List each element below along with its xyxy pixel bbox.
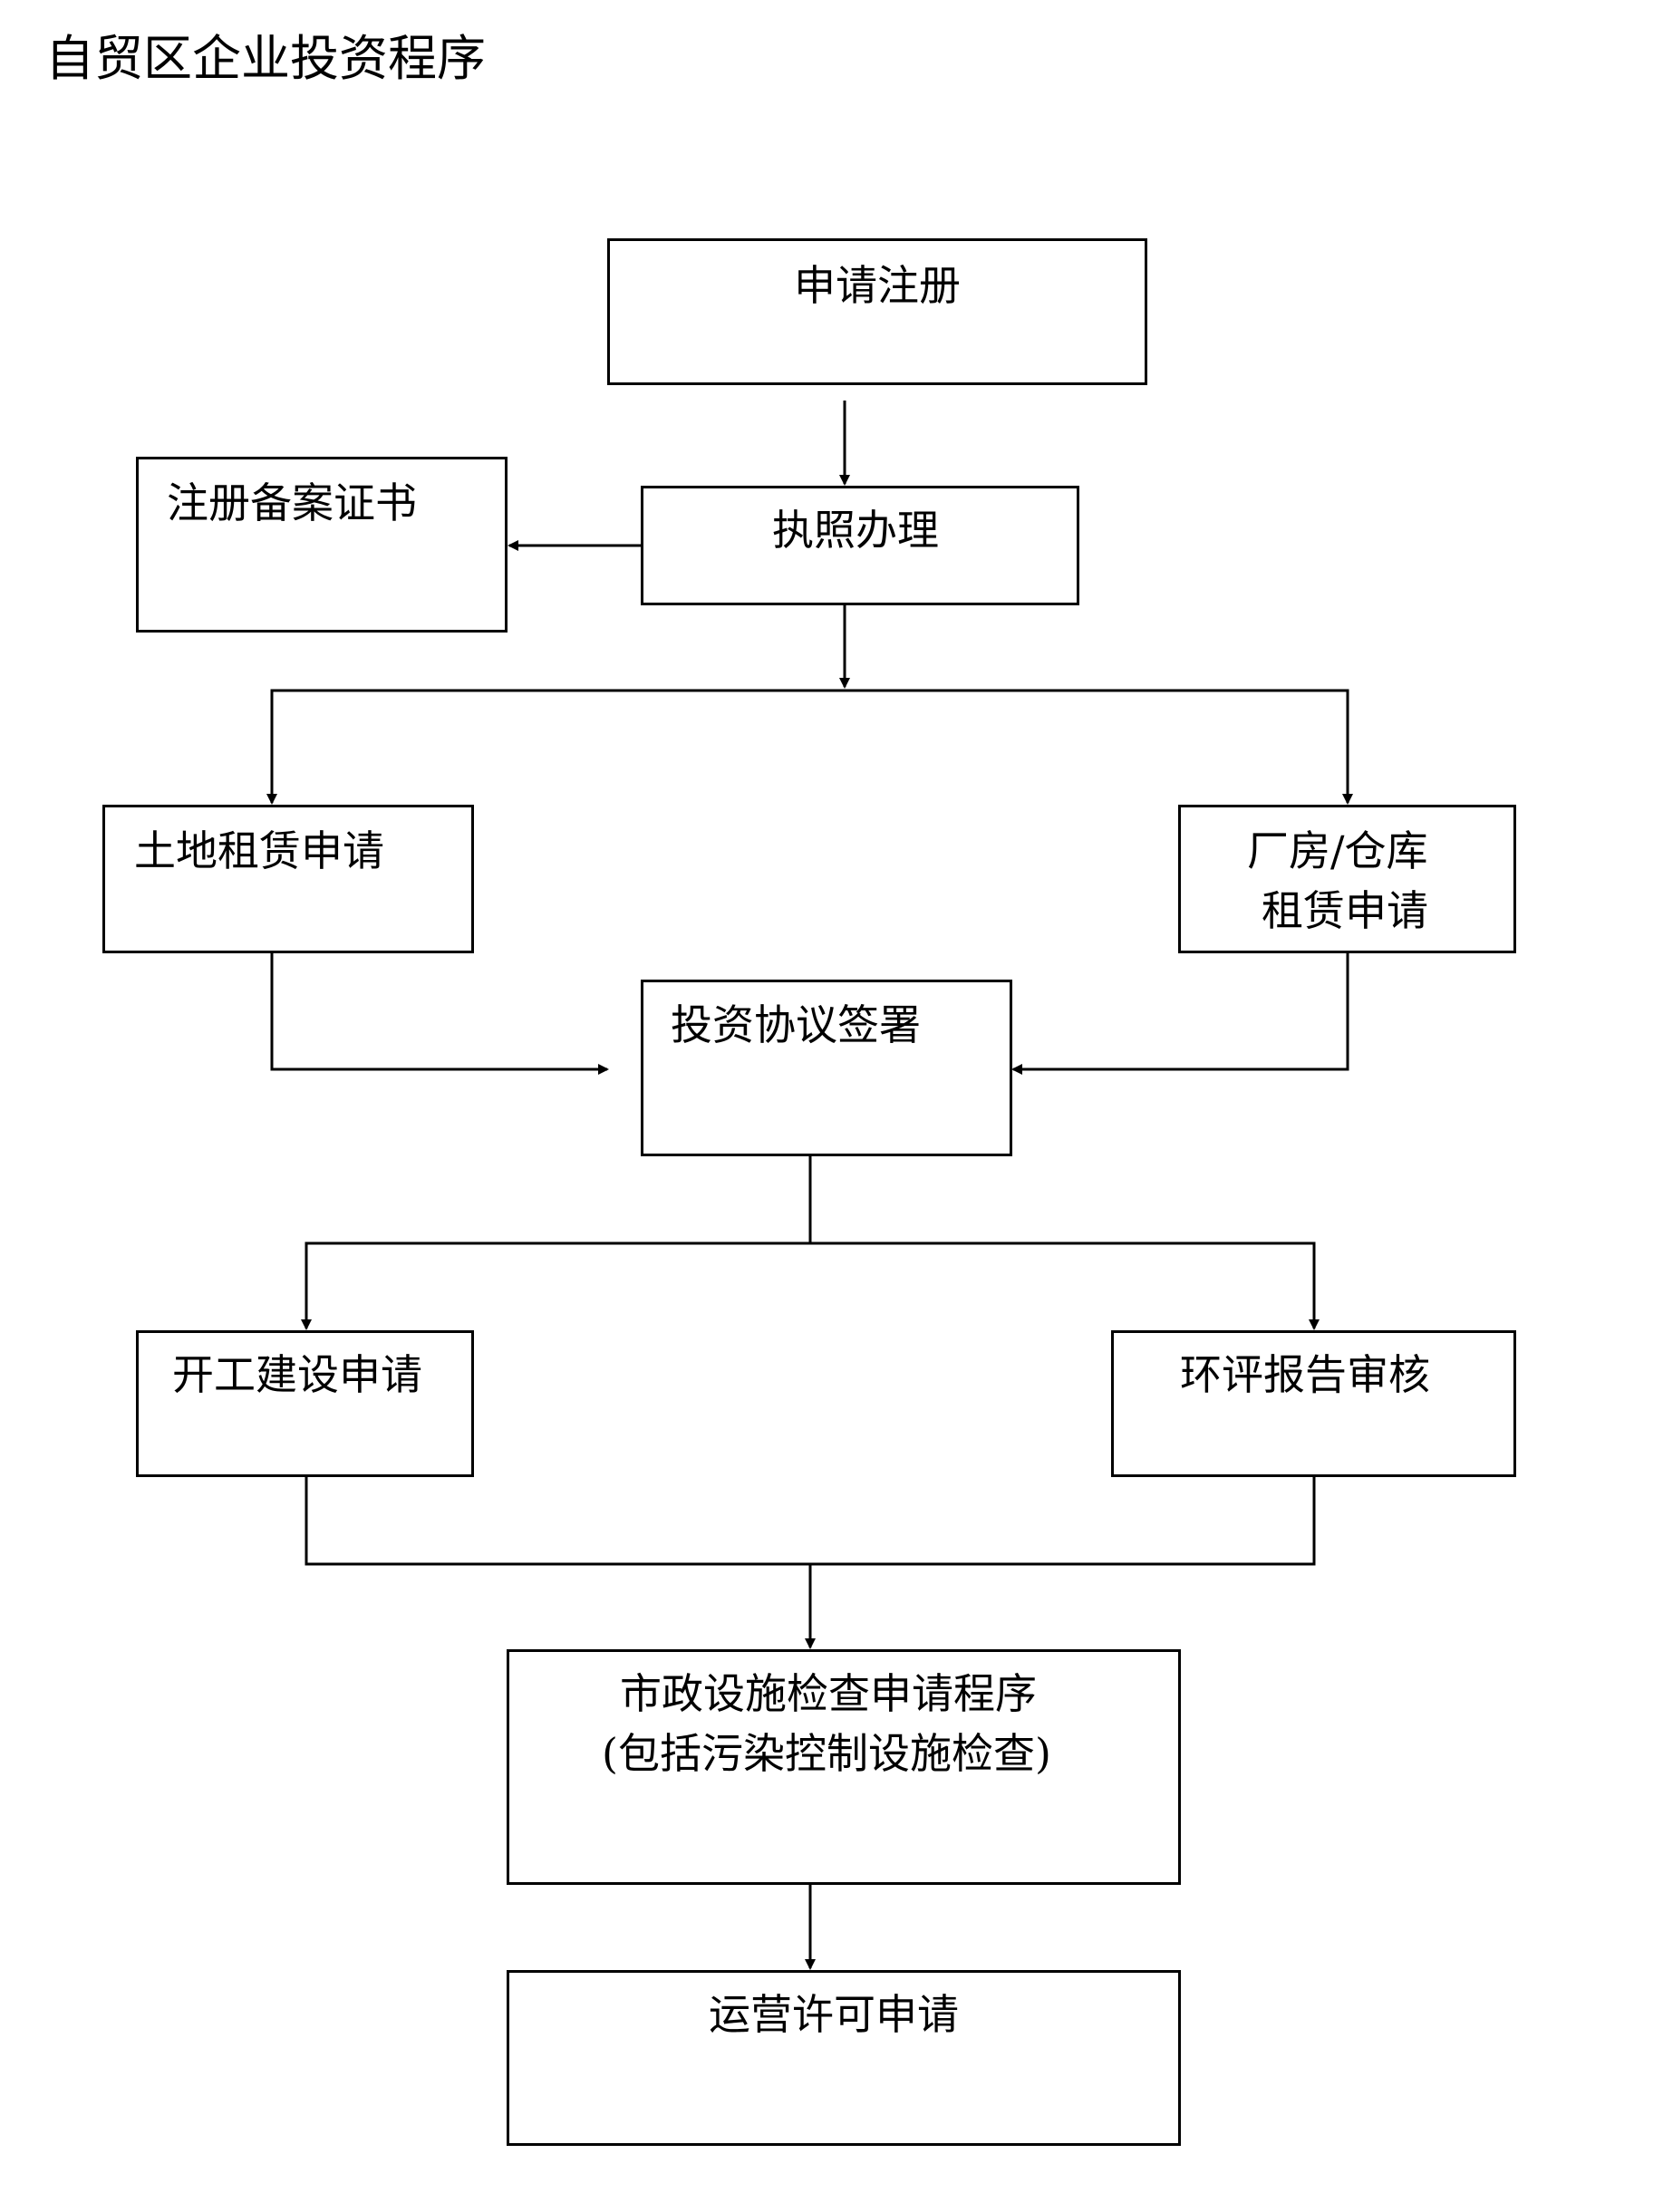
node-factory-lease-label-2: 租赁申请	[1262, 886, 1428, 935]
node-operation	[507, 1970, 1181, 2146]
edge-factory-agreement	[1011, 953, 1349, 1075]
node-license-label: 执照办理	[772, 506, 939, 555]
node-factory-lease	[1178, 805, 1516, 953]
node-agreement	[641, 980, 1012, 1156]
node-factory-lease-label-1: 厂房/仓库	[1247, 826, 1428, 875]
edge-split-eia	[810, 1241, 1320, 1330]
node-land-lease	[102, 805, 474, 953]
node-register	[607, 238, 1147, 385]
node-agreement-label: 投资协议签署	[671, 1000, 921, 1049]
node-eia	[1111, 1330, 1516, 1477]
node-construction-label: 开工建设申请	[172, 1350, 422, 1399]
edge-split-factory	[845, 689, 1353, 805]
node-construction	[136, 1330, 474, 1477]
node-municipal-label-1: 市政设施检查申请程序	[620, 1669, 1037, 1718]
edge-split-construction	[301, 1241, 810, 1330]
node-operation-label: 运营许可申请	[709, 1990, 959, 2039]
edge-land-agreement	[270, 953, 609, 1075]
node-municipal-label-2: (包括污染控制设施检查)	[602, 1729, 1051, 1778]
node-eia-label: 环评报告审核	[1180, 1350, 1430, 1399]
node-certificate-label: 注册备案证书	[167, 478, 417, 527]
edge-construction-merge	[305, 1477, 1316, 1566]
node-certificate	[136, 457, 508, 633]
node-municipal	[507, 1649, 1181, 1885]
node-land-lease-label: 土地租赁申请	[134, 826, 384, 875]
node-register-label: 申请注册	[794, 261, 961, 310]
node-license	[641, 486, 1079, 605]
page-title: 自贸区企业投资程序	[45, 30, 486, 87]
edge-split-land	[266, 689, 845, 805]
